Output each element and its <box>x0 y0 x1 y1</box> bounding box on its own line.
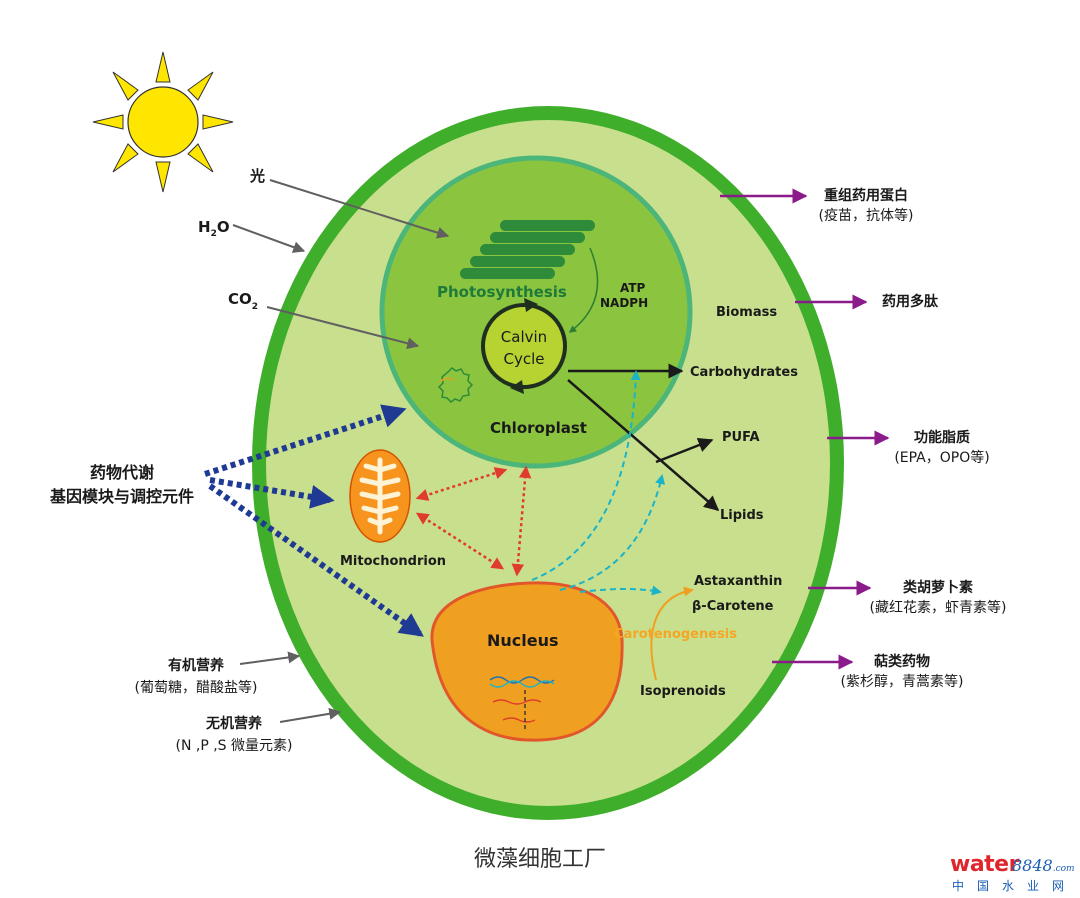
product-5-title: 萜类药物 <box>874 653 930 670</box>
caption: 微藻细胞工厂 <box>474 847 606 872</box>
nucleus <box>430 581 624 742</box>
organic-detail: (葡萄糖，醋酸盐等) <box>135 679 258 696</box>
product-5-detail: (紫杉醇，青蒿素等) <box>841 673 964 690</box>
starch-granule-icon <box>437 367 474 403</box>
astaxanthin-label: Astaxanthin <box>694 574 782 589</box>
chloroplast-label: Chloroplast <box>490 419 587 437</box>
nucleus-carbohydrates-link <box>531 370 641 581</box>
product-4-detail: (藏红花素，虾青素等) <box>870 599 1007 616</box>
inorganic-arrow <box>279 707 342 723</box>
co2-label: CO2 <box>228 290 258 312</box>
nucleus-carotene-link <box>579 585 662 596</box>
inorganic-label: 无机营养 <box>205 715 263 732</box>
light-label: 光 <box>249 167 265 185</box>
organic-label: 有机营养 <box>168 657 225 674</box>
nadph-label: NADPH <box>600 296 648 310</box>
atp-arrow <box>568 247 599 333</box>
lipids-arrow <box>567 379 720 511</box>
water-arrow <box>232 224 306 253</box>
co2-arrow <box>266 306 420 350</box>
engineering-arrow-nucleus <box>208 483 424 637</box>
calvin-cycle <box>481 303 567 389</box>
logo-cn: 中国水业网 <box>952 879 1078 893</box>
dna-icon <box>489 676 555 730</box>
sun-icon <box>92 51 234 193</box>
engineering-label-2: 基因模块与调控元件 <box>49 487 194 506</box>
organic-arrow <box>239 651 301 665</box>
nucleus-label: Nucleus <box>487 631 559 650</box>
mitochondrion <box>349 449 411 543</box>
engineering-arrow-chloroplast <box>204 404 407 477</box>
light-arrow <box>269 179 450 239</box>
atp-label: ATP <box>620 281 646 295</box>
product-1-title: 重组药用蛋白 <box>824 187 908 204</box>
mitochondrion-label: Mitochondrion <box>340 554 446 569</box>
carotenogenesis-arrow <box>650 586 694 681</box>
calvin-label-2: Cycle <box>504 350 545 368</box>
carotenogenesis-label: Carotenogenesis <box>614 627 737 642</box>
product-4-title: 类胡萝卜素 <box>903 579 973 596</box>
carbohydrates-label: Carbohydrates <box>690 365 798 380</box>
product-3-title: 功能脂质 <box>914 429 970 446</box>
biomass-label: Biomass <box>716 305 777 320</box>
water-label: H2O <box>198 218 230 239</box>
beta-carotene-label: β-Carotene <box>692 599 774 614</box>
engineering-arrow-mitochondrion <box>209 477 335 509</box>
pufa-label: PUFA <box>722 430 760 445</box>
lipids-label: Lipids <box>720 508 764 523</box>
product-2-title: 药用多肽 <box>882 293 939 310</box>
pufa-arrow <box>655 437 714 464</box>
engineering-label-1: 药物代谢 <box>90 463 154 482</box>
mito-nucleus-link <box>415 512 505 570</box>
isoprenoids-label: Isoprenoids <box>640 684 726 699</box>
logo-brand: water <box>950 852 1019 877</box>
product-3-detail: (EPA，OPO等) <box>894 449 989 466</box>
thylakoid-stack <box>460 220 595 279</box>
photosynthesis-label: Photosynthesis <box>437 283 567 301</box>
calvin-label-1: Calvin <box>501 328 547 346</box>
product-1-detail: (疫苗，抗体等) <box>819 207 914 224</box>
logo-number: 8848.com <box>1012 856 1075 875</box>
watermark-logo: water 8848.com 中国水业网 <box>950 852 1075 896</box>
inorganic-detail: (N ,P ,S 微量元素) <box>176 738 293 754</box>
